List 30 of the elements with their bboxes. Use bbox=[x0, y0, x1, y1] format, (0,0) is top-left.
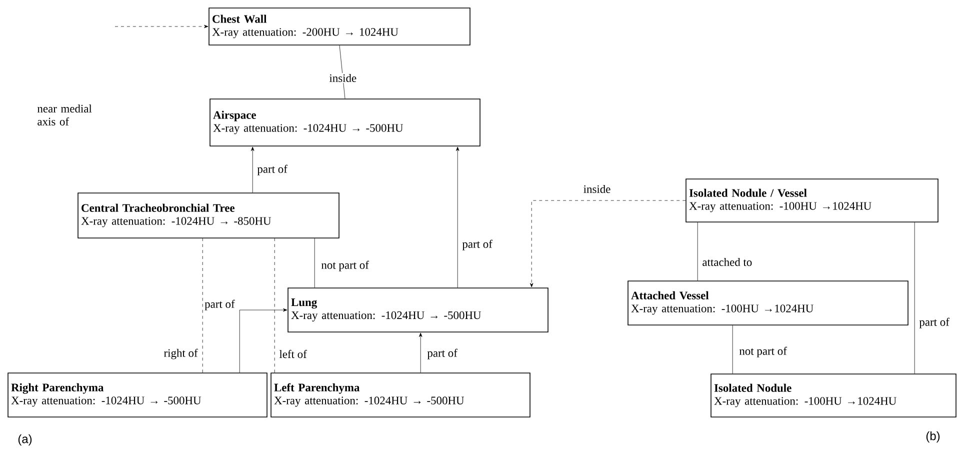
relation-label: near medial axis of bbox=[37, 104, 92, 126]
panel-label: (a) bbox=[18, 434, 32, 446]
concept-box: Isolated Nodule / Vessel X-ray attenuation: -100HU →1024HU bbox=[686, 178, 938, 222]
panel-label: (b) bbox=[926, 431, 940, 443]
arrow bbox=[418, 332, 422, 373]
edge-label: not part of bbox=[320, 260, 370, 272]
arrow bbox=[239, 308, 288, 373]
edge-label: inside bbox=[328, 72, 358, 84]
concept-box: Isolated Nodule X-ray attenuation: -100HU →1024HU bbox=[710, 374, 956, 418]
arrow bbox=[250, 146, 254, 193]
edge-label: part of bbox=[426, 348, 458, 360]
edge-label: part of bbox=[918, 316, 950, 330]
edge-label: right of bbox=[162, 348, 199, 360]
edge-label: attached to bbox=[701, 256, 754, 268]
concept-box: Right Parenchyma X-ray attenuation: -1024HU → -500HU bbox=[8, 372, 268, 418]
concept-box: Lung X-ray attenuation: -1024HU → -500HU bbox=[288, 288, 548, 332]
arrow bbox=[456, 146, 460, 288]
arrow bbox=[114, 24, 208, 28]
edge-label: part of bbox=[256, 164, 288, 176]
concept-box: Central Tracheobronchial Tree X-ray attenuation: -1024HU → -850HU bbox=[78, 192, 340, 238]
edge-label: left of bbox=[278, 348, 308, 360]
arrow bbox=[530, 200, 686, 288]
concept-box: Attached Vessel X-ray attenuation: -100HU →1024HU bbox=[628, 280, 908, 326]
edge-label: inside bbox=[582, 184, 612, 194]
edge-label: part of bbox=[204, 298, 236, 312]
edge-label: part of bbox=[461, 238, 494, 252]
concept-box: Left Parenchyma X-ray attenuation: -1024HU → -500HU bbox=[270, 372, 530, 418]
concept-box: Chest Wall X-ray attenuation: -200HU → 1024HU bbox=[208, 8, 470, 46]
edge-label: not part of bbox=[738, 346, 788, 358]
concept-box: Airspace X-ray attenuation: -1024HU → -500HU bbox=[210, 98, 480, 146]
